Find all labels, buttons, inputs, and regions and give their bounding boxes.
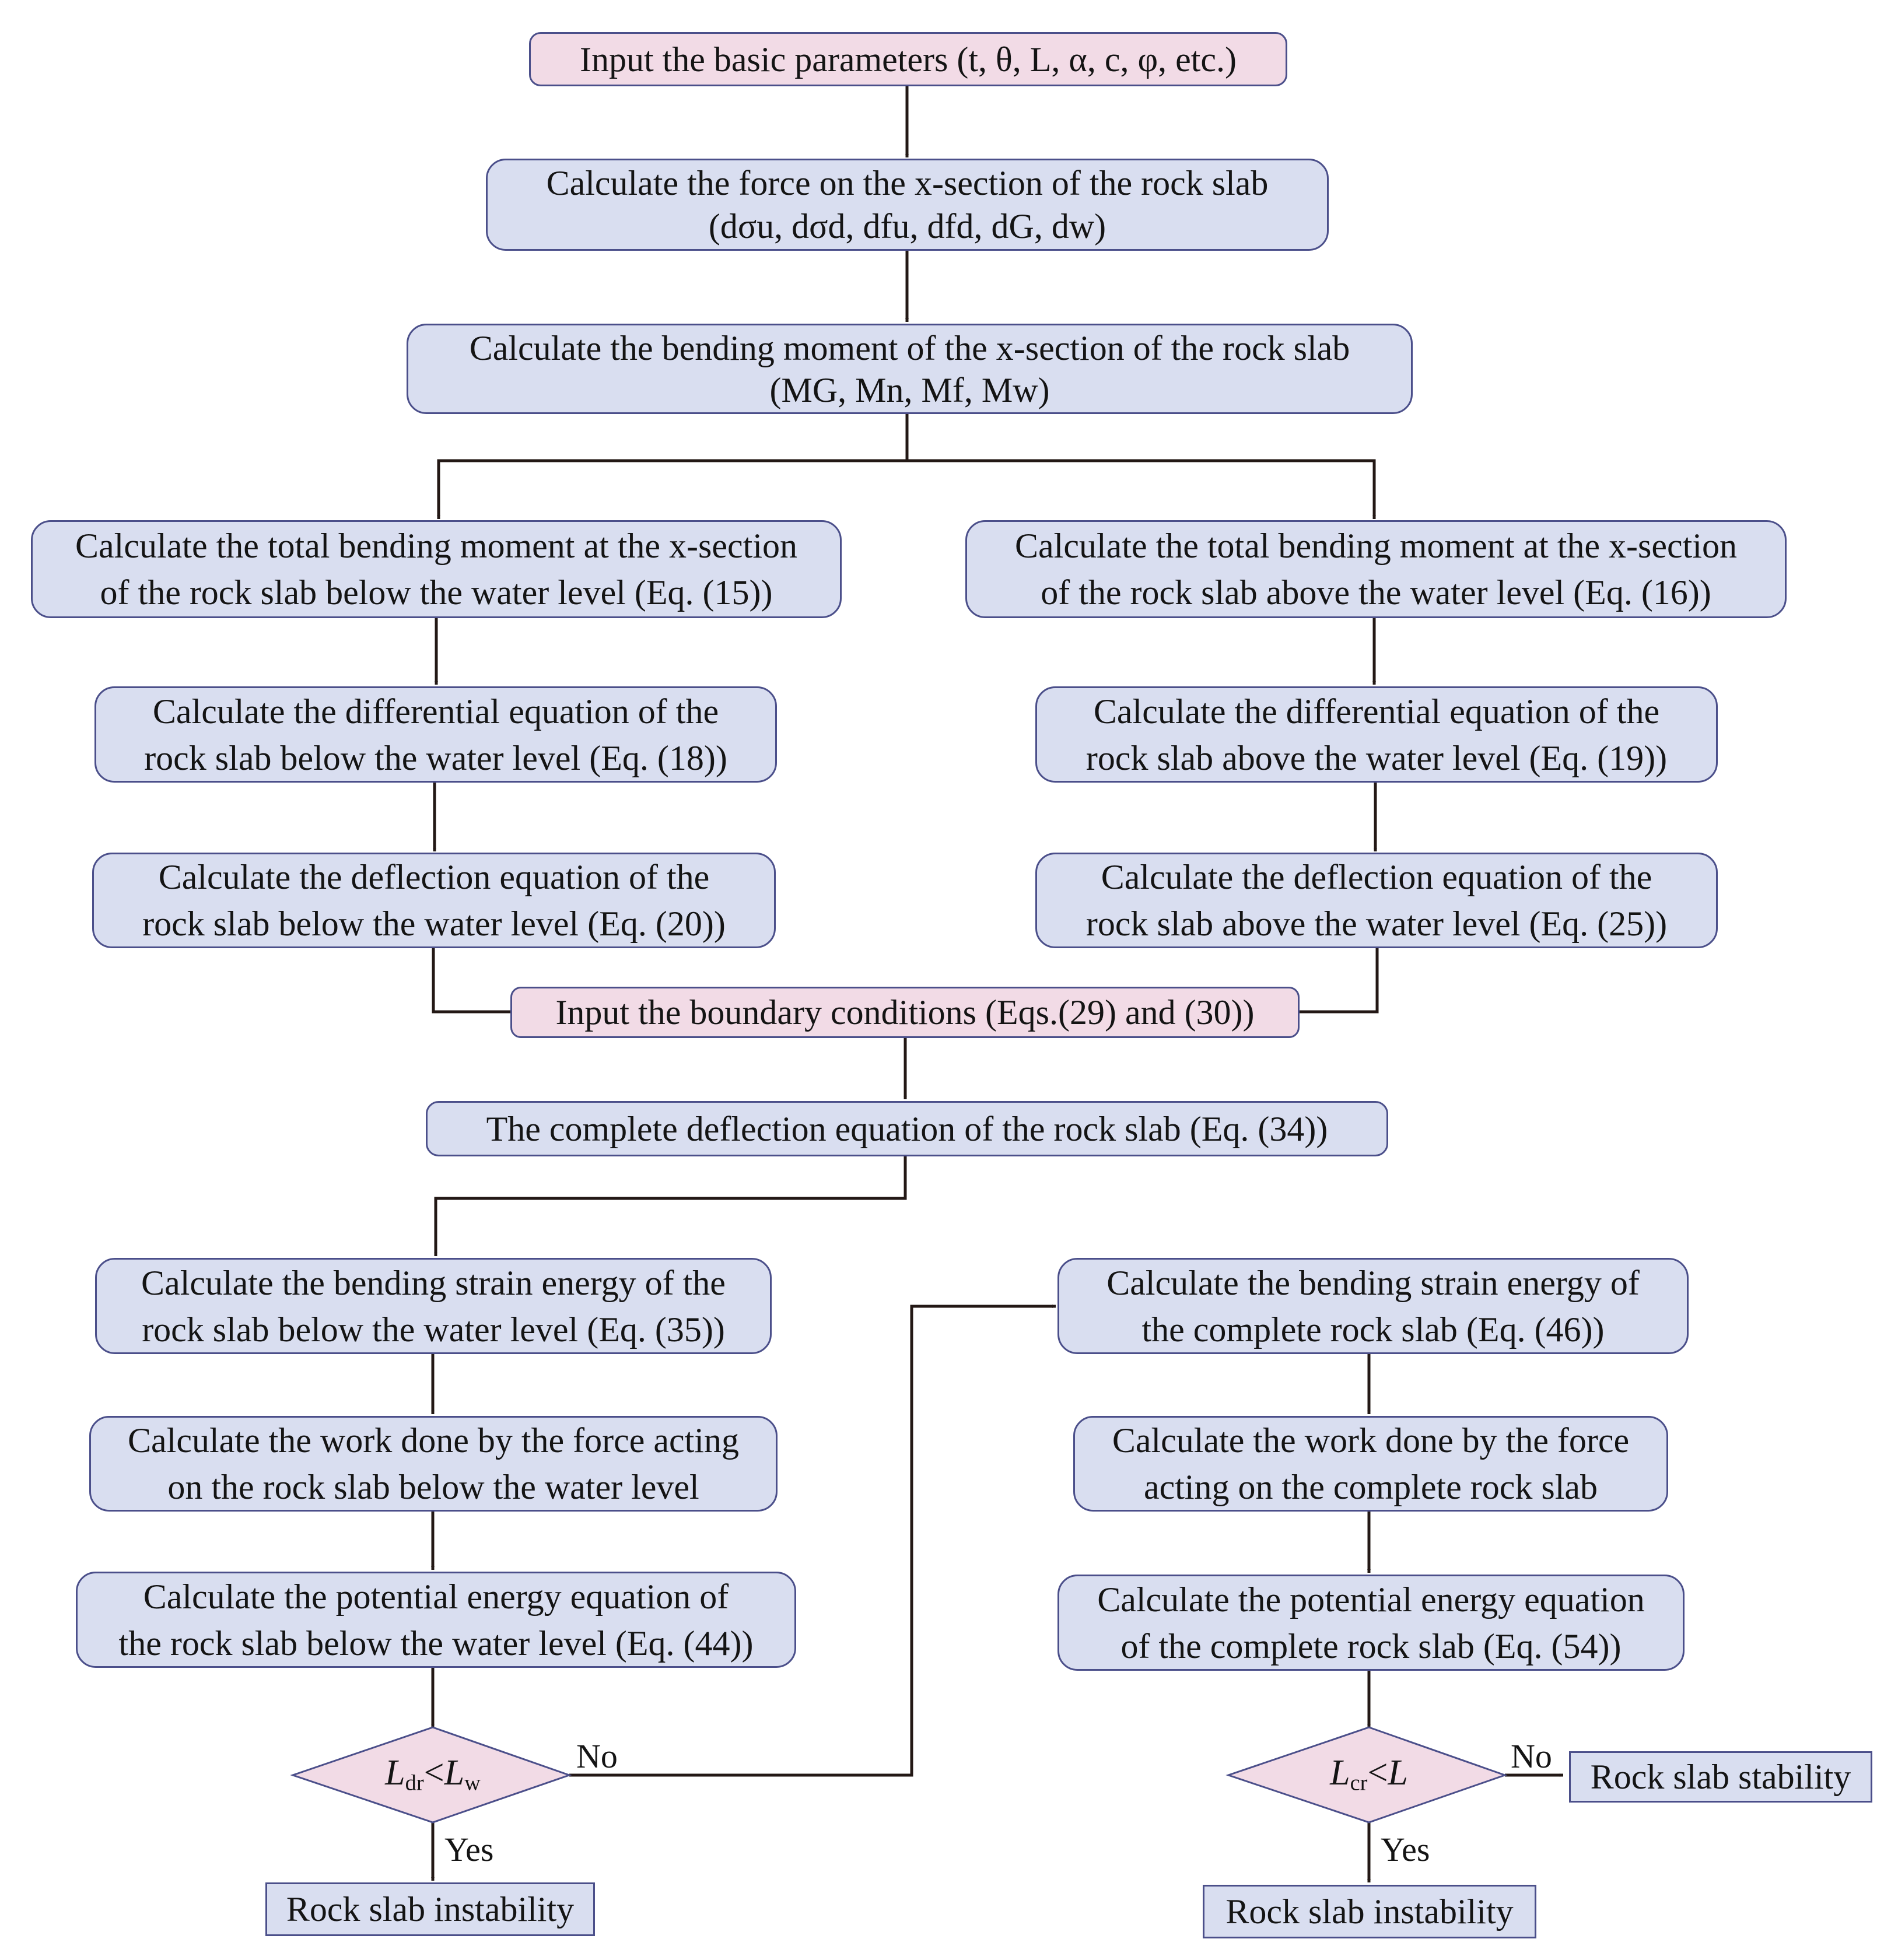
- right-deflection-box: Calculate the deflection equation of the…: [1035, 853, 1718, 948]
- right-work-line1: Calculate the work done by the force: [1112, 1421, 1630, 1460]
- right-work-box: Calculate the work done by the force act…: [1073, 1416, 1668, 1512]
- right-differential-line2: rock slab above the water level (Eq. (19…: [1085, 738, 1668, 777]
- left-work-box: Calculate the work done by the force act…: [89, 1416, 778, 1512]
- right-total-moment-line2: of the rock slab above the water level (…: [1041, 573, 1711, 612]
- left-result-instability-text: Rock slab instability: [286, 1890, 575, 1929]
- right-deflection-line2: rock slab above the water level (Eq. (25…: [1085, 904, 1668, 943]
- left-differential-box: Calculate the differential equation of t…: [94, 686, 777, 783]
- decision-right-label: Lcr<L: [1330, 1753, 1408, 1796]
- complete-deflection-text: The complete deflection equation of the …: [486, 1109, 1328, 1148]
- moment-title: Calculate the bending moment of the x-se…: [469, 328, 1350, 367]
- left-no-label: No: [576, 1737, 618, 1775]
- moment-box: Calculate the bending moment of the x-se…: [407, 324, 1413, 414]
- right-result-instability-text: Rock slab instability: [1225, 1892, 1514, 1931]
- complete-deflection-box: The complete deflection equation of the …: [426, 1101, 1388, 1156]
- arrow-left-decision-no: [569, 1305, 1056, 1777]
- left-differential-line1: Calculate the differential equation of t…: [152, 692, 719, 731]
- right-differential-line1: Calculate the differential equation of t…: [1093, 692, 1660, 731]
- right-result-stability-box: Rock slab stability: [1569, 1751, 1872, 1803]
- left-potential-line1: Calculate the potential energy equation …: [143, 1577, 729, 1616]
- right-result-stability-text: Rock slab stability: [1590, 1758, 1851, 1796]
- connector-right-defl-to-boundary: [1300, 948, 1379, 1014]
- left-yes-label: Yes: [444, 1831, 494, 1868]
- left-deflection-box: Calculate the deflection equation of the…: [92, 853, 776, 948]
- right-total-moment-box: Calculate the total bending moment at th…: [965, 520, 1787, 618]
- force-variables: (dσu, dσd, dfu, dfd, dG, dw): [708, 207, 1106, 246]
- left-strain-energy-box: Calculate the bending strain energy of t…: [95, 1258, 772, 1354]
- left-deflection-line1: Calculate the deflection equation of the: [158, 858, 710, 896]
- force-box: Calculate the force on the x-section of …: [486, 159, 1329, 251]
- left-potential-line2: the rock slab below the water level (Eq.…: [118, 1624, 754, 1663]
- left-work-line1: Calculate the work done by the force act…: [128, 1421, 739, 1460]
- left-result-instability-box: Rock slab instability: [265, 1882, 595, 1936]
- right-deflection-line1: Calculate the deflection equation of the: [1101, 858, 1652, 896]
- right-result-instability-box: Rock slab instability: [1203, 1885, 1536, 1938]
- decision-diamond-right: [1225, 1726, 1508, 1824]
- decision-diamond-left: [290, 1726, 572, 1824]
- right-potential-line2: of the complete rock slab (Eq. (54)): [1120, 1626, 1622, 1666]
- right-no-label: No: [1511, 1737, 1552, 1775]
- right-yes-label: Yes: [1381, 1831, 1430, 1868]
- left-strain-energy-line2: rock slab below the water level (Eq. (35…: [142, 1310, 725, 1349]
- left-differential-line2: rock slab below the water level (Eq. (18…: [144, 738, 727, 777]
- connector-left-defl-to-boundary: [432, 948, 510, 1014]
- input-parameters-text: Input the basic parameters (t, θ, L, α, …: [579, 40, 1237, 79]
- right-strain-energy-line1: Calculate the bending strain energy of: [1106, 1263, 1640, 1302]
- decision-left-label: Ldr<Lw: [385, 1753, 481, 1796]
- left-total-moment-line1: Calculate the total bending moment at th…: [75, 527, 797, 565]
- left-work-line2: on the rock slab below the water level: [167, 1468, 699, 1506]
- arrow-complete-to-left-strain: [434, 1156, 907, 1256]
- boundary-conditions-box: Input the boundary conditions (Eqs.(29) …: [510, 987, 1300, 1038]
- split-connector: [437, 414, 909, 519]
- force-title: Calculate the force on the x-section of …: [546, 164, 1269, 202]
- split-connector-right: [907, 459, 1376, 519]
- right-strain-energy-line2: the complete rock slab (Eq. (46)): [1141, 1310, 1605, 1349]
- left-total-moment-line2: of the rock slab below the water level (…: [100, 573, 773, 612]
- right-strain-energy-box: Calculate the bending strain energy of t…: [1057, 1258, 1689, 1354]
- right-differential-box: Calculate the differential equation of t…: [1035, 686, 1718, 783]
- moment-variables: (MG, Mn, Mf, Mw): [769, 370, 1050, 409]
- left-total-moment-box: Calculate the total bending moment at th…: [31, 520, 842, 618]
- boundary-conditions-text: Input the boundary conditions (Eqs.(29) …: [555, 993, 1255, 1032]
- input-parameters-box: Input the basic parameters (t, θ, L, α, …: [529, 32, 1287, 86]
- right-total-moment-line1: Calculate the total bending moment at th…: [1015, 527, 1737, 565]
- left-potential-box: Calculate the potential energy equation …: [76, 1572, 796, 1668]
- left-strain-energy-line1: Calculate the bending strain energy of t…: [141, 1263, 726, 1302]
- right-potential-box: Calculate the potential energy equation …: [1057, 1575, 1685, 1671]
- right-potential-line1: Calculate the potential energy equation: [1097, 1580, 1645, 1619]
- right-work-line2: acting on the complete rock slab: [1143, 1468, 1598, 1506]
- left-deflection-line2: rock slab below the water level (Eq. (20…: [142, 904, 726, 943]
